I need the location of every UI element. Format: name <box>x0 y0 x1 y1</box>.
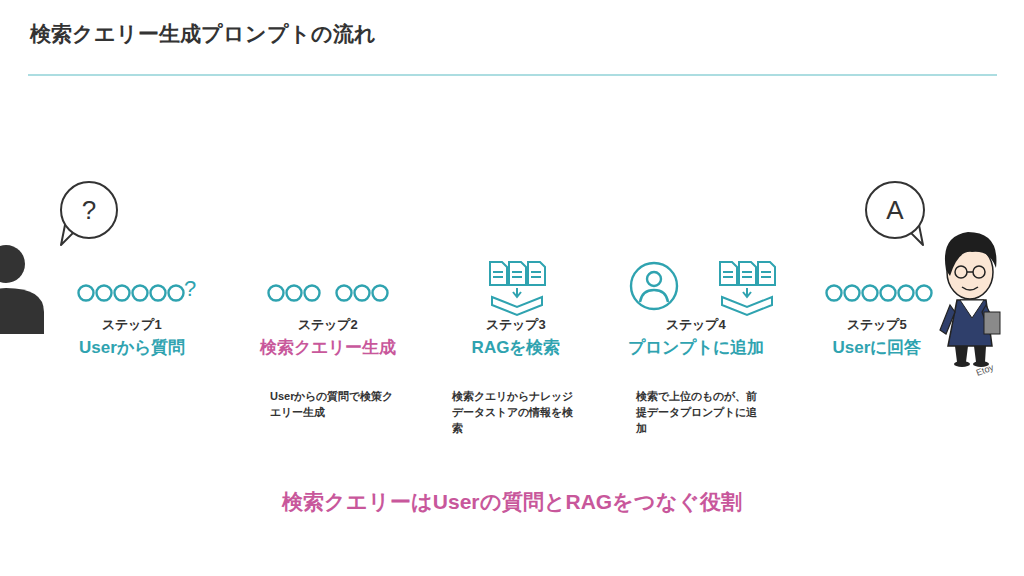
step-description: 検索で上位のものが、前提データプロンプトに追加 <box>636 389 764 437</box>
bubble-symbol: A <box>886 197 903 223</box>
process-step: ステップ5Userに回答 <box>778 316 976 359</box>
step-title: 検索クエリー生成 <box>229 336 427 359</box>
step-number: ステップ1 <box>33 316 231 334</box>
step-number: ステップ4 <box>597 316 795 334</box>
speech-bubble: A <box>864 180 926 240</box>
query-circles <box>79 286 184 301</box>
step-number: ステップ3 <box>417 316 615 334</box>
step-title: Userに回答 <box>778 336 976 359</box>
user-silhouette <box>0 245 44 334</box>
presenter-character <box>940 232 1000 367</box>
question-mark: ? <box>184 278 196 300</box>
title-rule <box>28 74 997 75</box>
answer-circles <box>827 286 932 301</box>
keyword-circles <box>269 286 388 301</box>
bubble-symbol: ? <box>82 197 96 223</box>
step-description: Userからの質問で検策クエリー生成 <box>270 389 398 421</box>
step-title: Userから質問 <box>33 336 231 359</box>
document-tray-icon <box>490 262 545 315</box>
process-step: ステップ2 検索クエリー生成 Userからの質問で検策クエリー生成 <box>229 316 427 421</box>
signature: Etoy <box>975 363 995 378</box>
process-step: ステップ4 プロンプトに追加検索で上位のものが、前提データプロンプトに追加 <box>597 316 795 437</box>
step-number: ステップ5 <box>778 316 976 334</box>
process-step: ステップ3RAGを検索検索クエリからナレッジデータストアの情報を検索 <box>417 316 615 437</box>
person-icon <box>631 263 677 309</box>
diagram-title: 検索クエリー生成プロンプトの流れ <box>30 20 376 48</box>
step-description: 検索クエリからナレッジデータストアの情報を検索 <box>452 389 580 437</box>
process-step: ステップ1Userから質問 <box>33 316 231 359</box>
step-title: プロンプトに追加 <box>597 336 795 359</box>
speech-bubble: ? <box>59 180 119 240</box>
document-tray-icon <box>720 262 775 315</box>
caption: 検索クエリーはUserの質問とRAGをつなぐ役割 <box>0 488 1024 516</box>
step-title: RAGを検索 <box>417 336 615 359</box>
step-number: ステップ2 <box>229 316 427 334</box>
